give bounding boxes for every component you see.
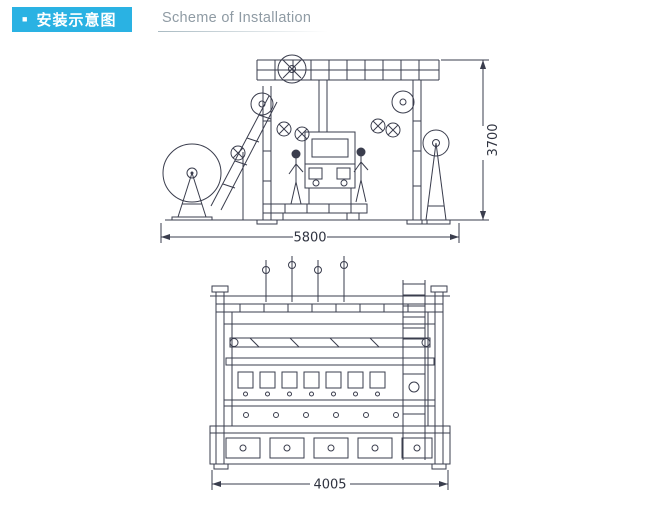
- platform-truss: [256, 59, 440, 81]
- guide-rolls: [250, 54, 451, 225]
- front-view-drawing: 4005: [209, 256, 451, 493]
- machine-body: [262, 80, 368, 221]
- bullet-square-icon: ■: [22, 14, 29, 24]
- base-panels: [209, 425, 451, 470]
- title-badge: ■ 安装示意图: [12, 7, 133, 32]
- right-column: [406, 80, 428, 225]
- page-title-en: Scheme of Installation: [162, 10, 312, 26]
- dimension-width-4005: 4005: [211, 470, 449, 493]
- operator-figures: [288, 147, 369, 205]
- dimension-width-5800: 5800: [160, 223, 460, 246]
- top-spindles: [262, 256, 348, 302]
- unwind-roll: [162, 143, 222, 221]
- machine-frame: [210, 285, 450, 464]
- side-ladder: [402, 280, 426, 460]
- unit-row: [224, 371, 435, 418]
- dimension-height-3700: 3700: [441, 59, 501, 221]
- left-column: [256, 86, 278, 225]
- incline-frame: [210, 95, 278, 220]
- side-view-drawing: 5800 3700: [160, 54, 501, 246]
- header-divider: [158, 31, 328, 32]
- dim-label-4005: 4005: [313, 478, 346, 493]
- page-title-zh: 安装示意图: [36, 12, 117, 29]
- dim-label-5800: 5800: [293, 231, 326, 246]
- dim-label-3700: 3700: [486, 123, 501, 156]
